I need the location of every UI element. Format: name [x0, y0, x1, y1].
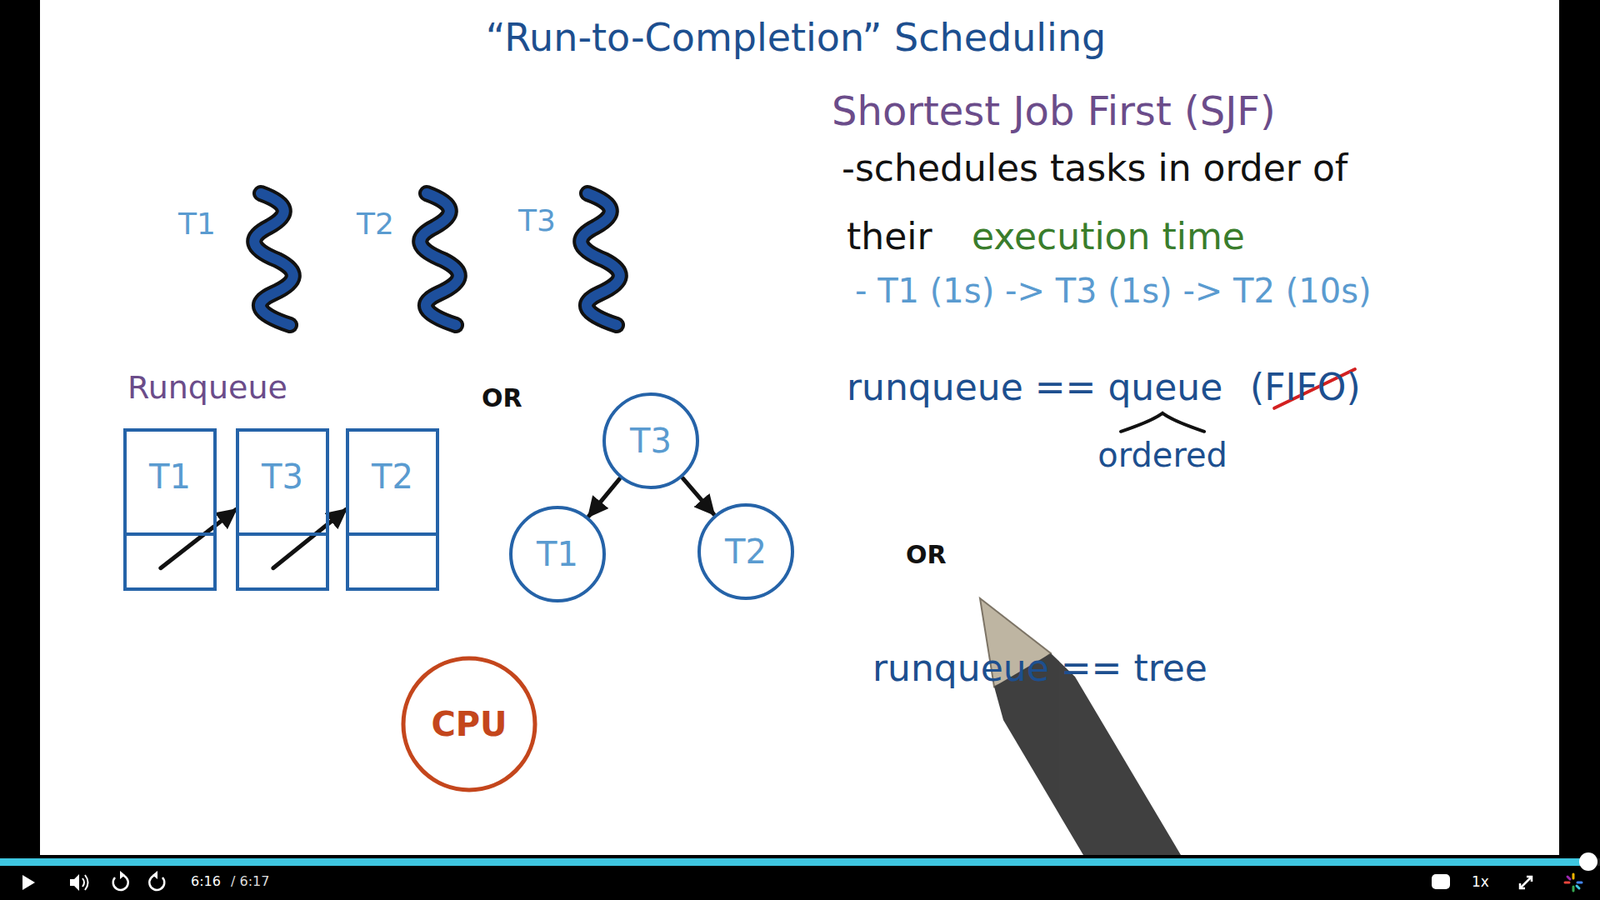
thread-squiggle: [580, 193, 620, 325]
box-divider: [239, 532, 326, 536]
or-label: OR: [905, 540, 947, 570]
note-text: runqueue == queue: [846, 365, 1223, 410]
thread-label: T1: [178, 205, 216, 242]
speed-label: 1x: [1471, 873, 1490, 890]
time-total: / 6:17: [230, 873, 270, 890]
note-text: -schedules tasks in order of: [841, 146, 1348, 191]
heading: Shortest Job First (SJF): [831, 87, 1276, 136]
thread-label: T3: [518, 202, 556, 239]
tree-node: T1: [508, 505, 607, 604]
node-label: T2: [371, 456, 414, 497]
node-label: T1: [536, 534, 579, 575]
thread-squiggle: [580, 193, 620, 325]
note-highlight: execution time: [971, 215, 1245, 260]
box-divider: [126, 532, 214, 536]
tree-arrow: [682, 478, 714, 515]
runqueue-entry: T2: [345, 428, 440, 591]
rewind-icon: [113, 870, 129, 890]
node-label: CPU: [430, 704, 507, 745]
pen: [980, 598, 1181, 855]
note-text: runqueue == tree: [872, 646, 1208, 691]
note-text: (FIFO): [1250, 365, 1361, 410]
thread-squiggle: [254, 193, 294, 325]
thread-label: T2: [356, 205, 395, 242]
or-label: OR: [481, 383, 523, 414]
video-controls: [0, 852, 1600, 891]
volume-icon: [70, 874, 89, 891]
order-example: - T1 (1s) -> T3 (1s) -> T2 (10s): [855, 270, 1372, 311]
play-icon: [22, 875, 35, 890]
node-label: T2: [725, 531, 767, 572]
bracket: [1120, 413, 1205, 432]
node-label: T3: [261, 456, 304, 497]
thread-squiggles: [254, 193, 620, 325]
link-arrow: [160, 510, 236, 569]
logo-icon: [1565, 874, 1582, 891]
forward-icon: [149, 870, 165, 890]
runqueue-label: Runqueue: [127, 369, 288, 408]
progress-bar: [0, 858, 1589, 866]
tree-node: T2: [696, 502, 795, 601]
link-arrow: [273, 510, 346, 569]
node-label: T1: [149, 456, 191, 497]
tree-node: T3: [601, 391, 700, 490]
fullscreen-icon: [1520, 876, 1532, 889]
box-divider: [349, 532, 436, 536]
annotation: ordered: [1097, 435, 1228, 475]
cpu-circle: CPU: [400, 655, 538, 793]
runqueue-entry: T3: [235, 428, 330, 591]
time-current: 6:16: [190, 873, 221, 890]
captions-icon: [1431, 874, 1450, 890]
thread-squiggle: [254, 193, 294, 325]
tree-arrow: [589, 479, 620, 517]
progress-knob: [1579, 852, 1598, 871]
node-label: T3: [630, 420, 672, 461]
progress-track: [0, 858, 1600, 866]
whiteboard: [40, 0, 1560, 855]
note-text: their: [846, 215, 933, 260]
thread-squiggle: [420, 193, 460, 325]
thread-squiggle: [420, 193, 460, 325]
title: “Run-to-Completion” Scheduling: [485, 15, 1106, 61]
runqueue-entry: T1: [123, 428, 217, 591]
